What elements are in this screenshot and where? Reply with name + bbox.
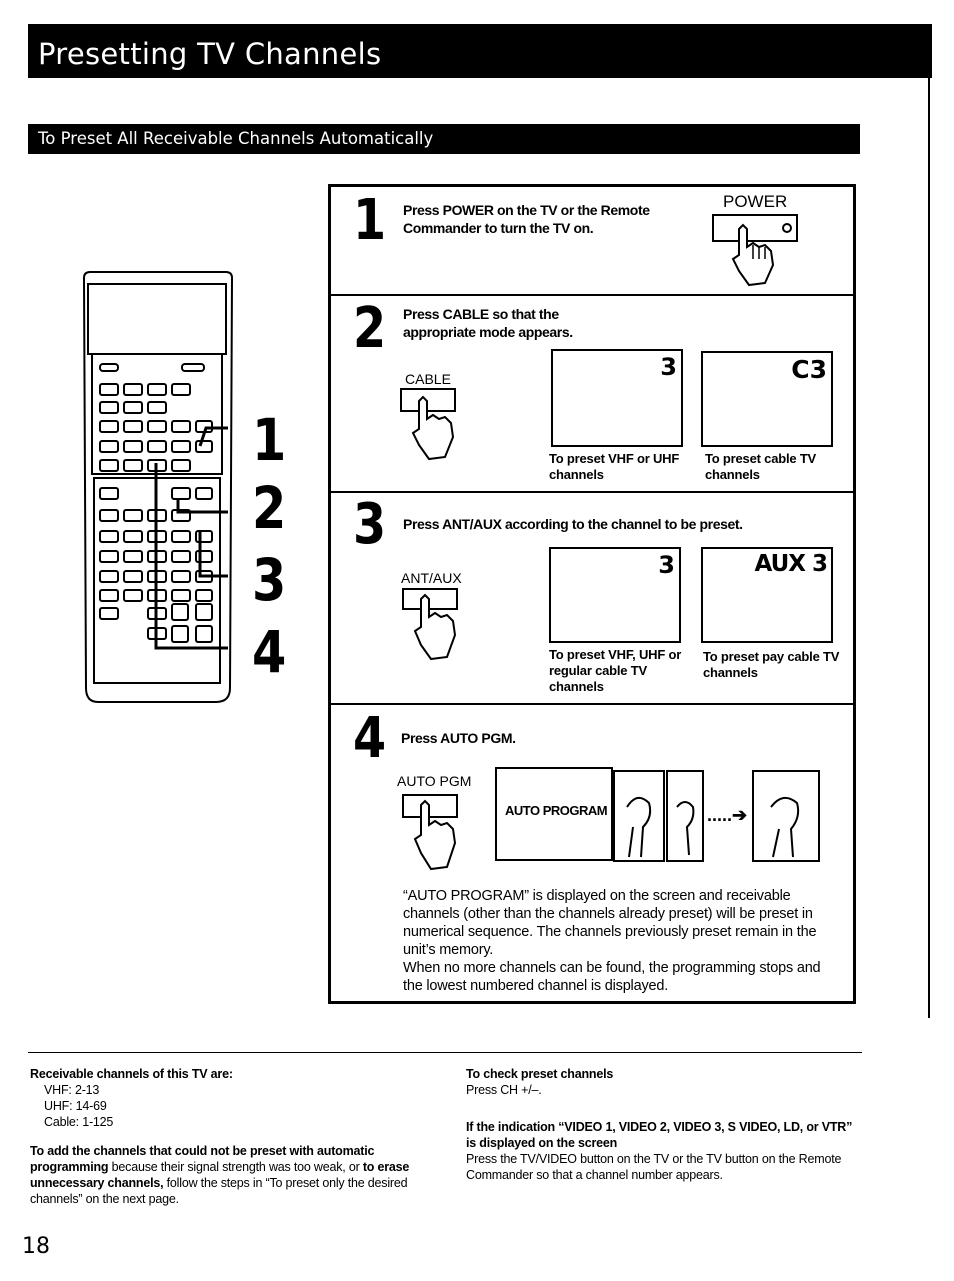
- callout-number-3: 3: [252, 546, 287, 614]
- section-heading-bar: To Preset All Receivable Channels Automa…: [28, 124, 860, 154]
- remote-commander-illustration: [82, 271, 234, 703]
- add-channels-bold: To add the channels that could not be pr…: [30, 1144, 375, 1174]
- ant-aux-button-label: ANT/AUX: [401, 570, 462, 586]
- screen-caption: To preset VHF, UHF or regular cable TV c…: [549, 647, 682, 694]
- auto-program-screen-text: AUTO PROGRAM: [505, 803, 608, 818]
- cable-button-label: CABLE: [405, 371, 451, 387]
- tv-screen-cable: C3: [701, 351, 833, 447]
- screen-caption: To preset cable TV channels: [705, 451, 817, 482]
- uhf-range: UHF: 14-69: [44, 1099, 107, 1113]
- callout-number-2: 2: [252, 474, 287, 542]
- steps-panel: 1 Press POWER on the TV or the Remote Co…: [328, 184, 856, 1004]
- programming-stop-description: When no more channels can be found, the …: [403, 960, 821, 994]
- callout-number-1: 1: [252, 406, 287, 474]
- check-text: Press CH +/–.: [466, 1083, 542, 1097]
- receivable-heading: Receivable channels of this TV are:: [30, 1067, 233, 1081]
- video-indication-note: If the indication “VIDEO 1, VIDEO 2, VID…: [466, 1119, 862, 1183]
- power-button-press-icon: [712, 214, 798, 287]
- power-button-label: POWER: [723, 192, 788, 211]
- erase-channels-bold: to erase unnecessary channels,: [30, 1160, 410, 1190]
- add-channels-text: because their signal strength was too we…: [108, 1160, 363, 1174]
- tv-screen-channel: 3: [658, 551, 675, 579]
- tv-screen-vhf-uhf: 3: [551, 349, 683, 447]
- check-preset-note: To check preset channels Press CH +/–.: [466, 1066, 858, 1098]
- tv-screen-pay-cable: AUX 3: [701, 547, 833, 643]
- tv-screen-regular: 3: [549, 547, 681, 643]
- step-divider: [331, 491, 853, 493]
- cable-range: Cable: 1-125: [44, 1115, 114, 1129]
- step-1-number: 1: [353, 188, 387, 253]
- screen-caption: To preset pay cable TV channels: [703, 649, 840, 680]
- tv-screen-channel: 3: [660, 353, 677, 381]
- right-margin-rule: [928, 78, 930, 1018]
- page-title-bar: Presetting TV Channels: [28, 24, 932, 78]
- tv-screen-channel: AUX 3: [754, 551, 828, 577]
- step-2-number: 2: [353, 296, 387, 361]
- vhf-range: VHF: 2-13: [44, 1083, 100, 1097]
- auto-pgm-button-label: AUTO PGM: [397, 773, 472, 789]
- channel-scan-sequence-illustration: .....➔: [613, 770, 820, 862]
- check-heading: To check preset channels: [466, 1067, 614, 1081]
- step-4-instruction: Press AUTO PGM.: [401, 730, 516, 746]
- add-erase-channels-note: To add the channels that could not be pr…: [30, 1143, 426, 1207]
- step-4-description: “AUTO PROGRAM” is displayed on the scree…: [403, 887, 843, 995]
- auto-program-description: “AUTO PROGRAM” is displayed on the scree…: [403, 888, 817, 958]
- footer-rule: [28, 1052, 862, 1053]
- step-divider: [331, 294, 853, 296]
- callout-number-4: 4: [252, 618, 287, 686]
- page-number: 18: [22, 1234, 50, 1259]
- section-heading: To Preset All Receivable Channels Automa…: [38, 129, 434, 148]
- receivable-channels-note: Receivable channels of this TV are: VHF:…: [30, 1066, 430, 1130]
- step-3-instruction: Press ANT/AUX according to the channel t…: [403, 516, 743, 532]
- ant-aux-button-press-icon: [402, 588, 458, 661]
- screen-caption: To preset VHF or UHF channels: [549, 451, 680, 482]
- step-2-instruction: Press CABLE so that the appropriate mode…: [403, 306, 573, 340]
- auto-pgm-button-press-icon: [402, 794, 458, 871]
- svg-text:.....➔: .....➔: [707, 805, 747, 825]
- cable-button-press-icon: [400, 388, 456, 461]
- step-3-number: 3: [353, 492, 387, 557]
- erase-channels-text: follow the steps in “To preset only the …: [30, 1176, 408, 1206]
- step-divider: [331, 703, 853, 705]
- tv-screen-channel: C3: [791, 355, 827, 384]
- indication-heading: If the indication “VIDEO 1, VIDEO 2, VID…: [466, 1120, 853, 1150]
- auto-program-screen: AUTO PROGRAM: [495, 767, 613, 861]
- step-4-number: 4: [353, 706, 387, 771]
- page-title: Presetting TV Channels: [38, 37, 382, 71]
- callout-lines: [154, 426, 228, 650]
- step-1-instruction: Press POWER on the TV or the Remote Comm…: [403, 202, 650, 236]
- indication-text: Press the TV/VIDEO button on the TV or t…: [466, 1152, 842, 1182]
